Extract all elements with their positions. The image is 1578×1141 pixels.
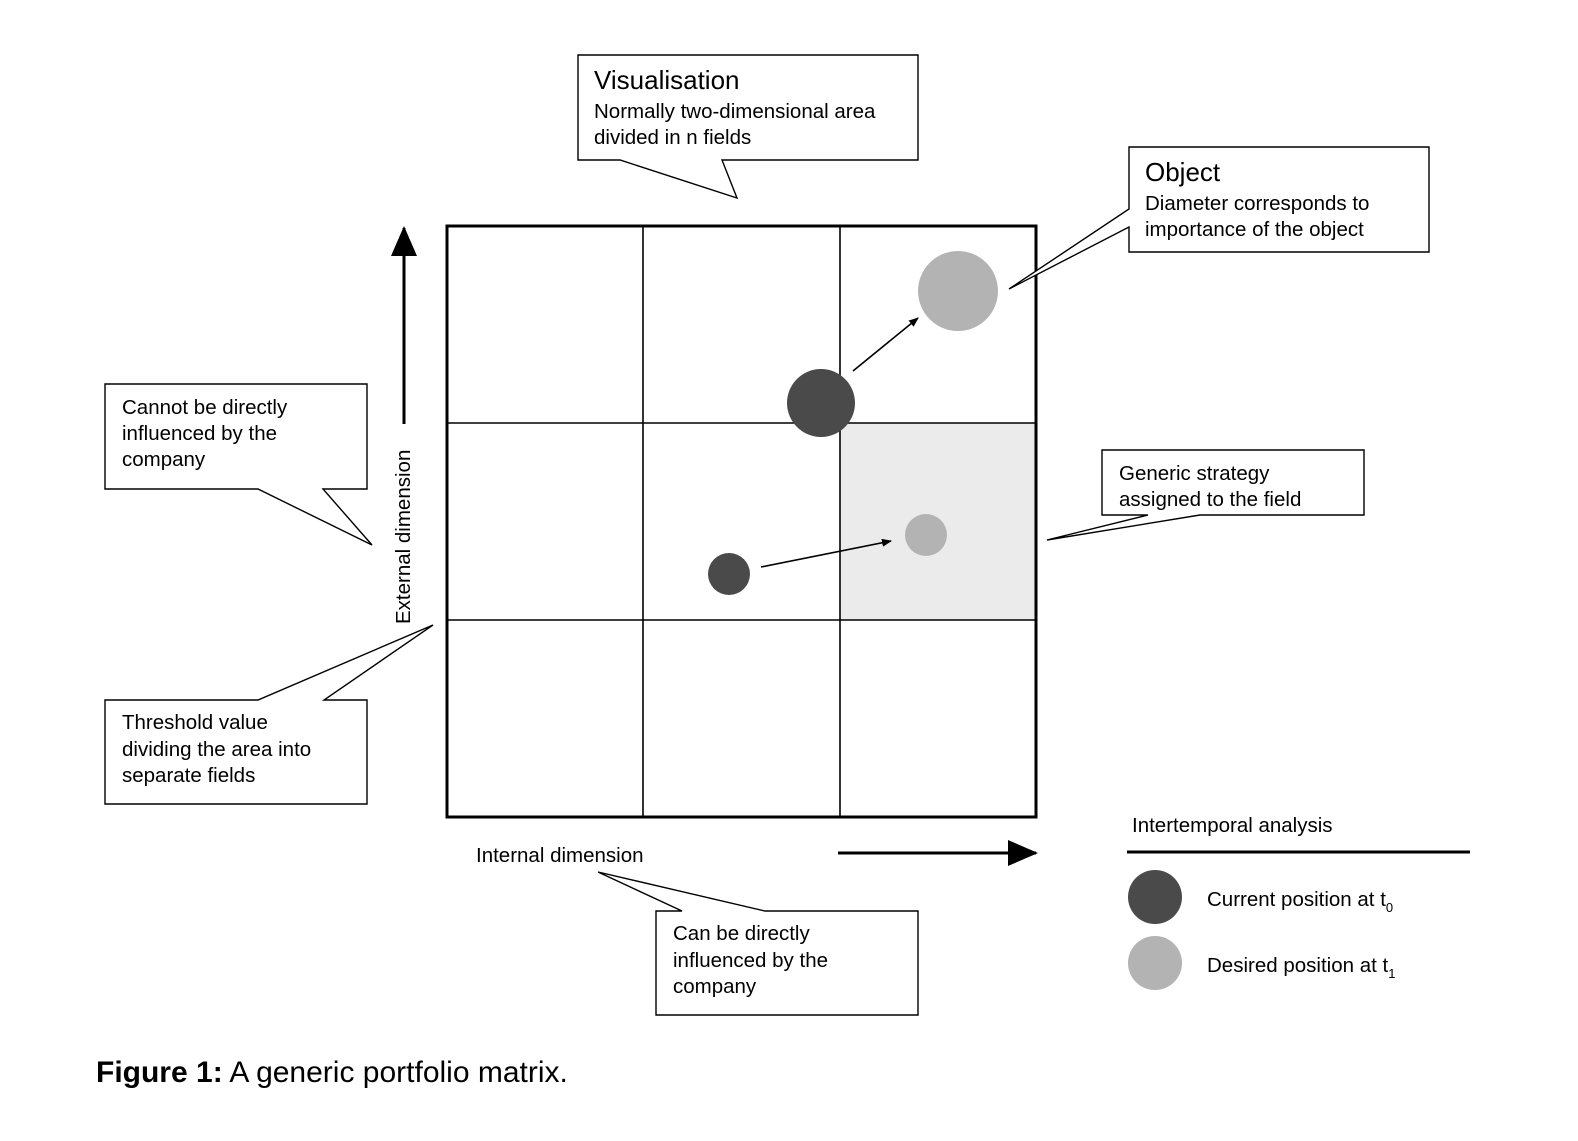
object-small-current xyxy=(708,553,750,595)
legend-current-label: Current position at t0 xyxy=(1207,888,1393,915)
callout-visualisation-line-1: Normally two-dimensional area xyxy=(594,100,876,123)
figure-caption-label: Figure 1: xyxy=(96,1056,223,1089)
callout-generic-strategy-line-1: Generic strategy xyxy=(1119,462,1270,485)
legend-current-swatch xyxy=(1128,870,1182,924)
callout-external-line-3: company xyxy=(122,448,206,471)
legend-desired-label: Desired position at t1 xyxy=(1207,954,1395,981)
object-large-current xyxy=(787,369,855,437)
movement-arrow-small xyxy=(760,538,892,568)
callout-object: Object Diameter corresponds to importanc… xyxy=(1008,146,1430,290)
callout-visualisation-title: Visualisation xyxy=(594,65,740,95)
callout-generic-strategy: Generic strategy assigned to the field xyxy=(1046,449,1365,541)
legend: Intertemporal analysis Current position … xyxy=(1127,814,1470,990)
callout-external-line-1: Cannot be directly xyxy=(122,396,288,419)
callout-external: Cannot be directly influenced by the com… xyxy=(104,383,373,546)
object-large-desired xyxy=(918,251,998,331)
legend-desired-swatch xyxy=(1128,936,1182,990)
callout-object-line-1: Diameter corresponds to xyxy=(1145,192,1369,215)
legend-desired-sub: 1 xyxy=(1388,966,1395,981)
callout-visualisation-line-2: divided in n fields xyxy=(594,126,751,149)
callout-generic-strategy-line-2: assigned to the field xyxy=(1119,488,1301,511)
legend-current-sub: 0 xyxy=(1386,900,1393,915)
figure-caption: Figure 1: A generic portfolio matrix. xyxy=(96,1056,568,1090)
callout-threshold-line-1: Threshold value xyxy=(122,711,268,734)
matrix-grid xyxy=(445,224,1038,819)
callout-visualisation: Visualisation Normally two-dimensional a… xyxy=(577,54,919,200)
callout-internal-line-1: Can be directly xyxy=(673,922,810,945)
callout-object-title: Object xyxy=(1145,157,1221,187)
callout-threshold-line-2: dividing the area into xyxy=(122,738,311,761)
callout-internal: Can be directly influenced by the compan… xyxy=(597,871,919,1016)
figure-caption-text: A generic portfolio matrix. xyxy=(229,1056,568,1089)
object-small-desired xyxy=(905,514,947,556)
legend-current-text: Current position at t xyxy=(1207,888,1386,911)
x-axis-label: Internal dimension xyxy=(476,844,644,867)
callout-threshold: Threshold value dividing the area into s… xyxy=(104,624,434,805)
y-axis-label: External dimension xyxy=(392,450,415,624)
legend-title: Intertemporal analysis xyxy=(1132,814,1333,837)
legend-desired-text: Desired position at t xyxy=(1207,954,1388,977)
callout-threshold-line-3: separate fields xyxy=(122,764,255,787)
callout-external-line-2: influenced by the xyxy=(122,422,277,445)
callout-internal-line-2: influenced by the xyxy=(673,949,828,972)
callout-internal-line-3: company xyxy=(673,975,757,998)
callout-object-line-2: importance of the object xyxy=(1145,218,1364,241)
movement-arrow-large xyxy=(852,317,919,372)
